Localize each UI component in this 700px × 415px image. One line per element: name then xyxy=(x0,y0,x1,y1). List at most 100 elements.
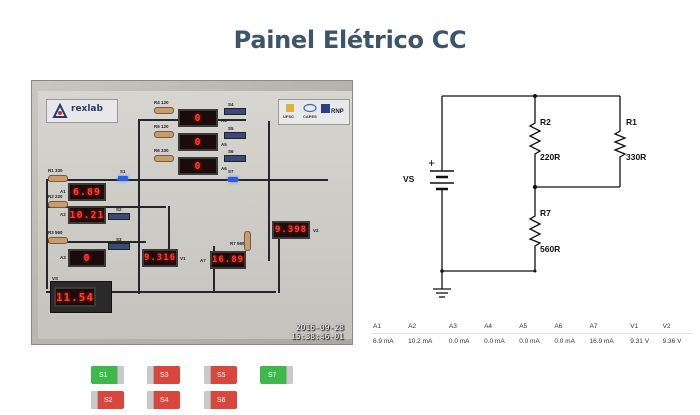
toggle-knob xyxy=(204,366,211,384)
value-v2: 9.36 V xyxy=(662,338,682,345)
resistor-r1-label: R1 330 xyxy=(48,168,63,173)
switch-s1-led xyxy=(118,176,128,181)
circuit-schematic: + VS R2 220R R1 330R R7 560R xyxy=(403,94,646,298)
switch-s3-button-label: S3 xyxy=(160,371,169,379)
value-a5: 0.0 mA xyxy=(519,338,540,345)
switch-s5 xyxy=(224,132,246,139)
header-a5: A5 xyxy=(517,321,553,334)
capes-eye-icon xyxy=(303,103,317,113)
meter-a5: 0 xyxy=(178,133,218,151)
readings-value-row: 6.9 mA 10.2 mA 0.0 mA 0.0 mA 0.0 mA 0.0 … xyxy=(371,334,693,345)
resistor-r2-label: R2 220 xyxy=(48,194,63,199)
toggle-knob xyxy=(91,391,98,409)
meter-a2-label: A2 xyxy=(60,212,66,217)
rnp-icon xyxy=(321,104,330,113)
toggle-knob xyxy=(147,391,154,409)
switch-s5-button-label: S5 xyxy=(217,371,226,379)
switch-s4 xyxy=(224,108,246,115)
switch-s7-button[interactable]: S7 xyxy=(260,366,293,384)
resistor-r4 xyxy=(154,107,174,114)
switch-s3-label: S3 xyxy=(116,237,122,242)
rexlab-logo: rexlab xyxy=(46,99,118,123)
meter-a6-label: A6 xyxy=(221,166,227,171)
switch-s3-button[interactable]: S3 xyxy=(147,366,180,384)
resistor-r5-label: R5 120 xyxy=(154,124,169,129)
switch-s5-button[interactable]: S5 xyxy=(204,366,237,384)
r1-value: 330R xyxy=(626,152,646,162)
header-a3: A3 xyxy=(446,321,483,334)
switch-s5-label: S5 xyxy=(228,126,234,131)
resistor-r6 xyxy=(154,155,174,162)
switch-s4-label: S4 xyxy=(228,102,234,107)
header-a7: A7 xyxy=(587,321,629,334)
timestamp-time: 15:38:46-01 xyxy=(291,332,344,341)
meter-v2-label: V2 xyxy=(313,228,319,233)
toggle-knob xyxy=(117,366,124,384)
value-a2: 10.2 mA xyxy=(408,338,433,345)
vs-label: VS xyxy=(403,174,415,184)
header-v2: V2 xyxy=(660,321,693,334)
value-a4: 0.0 mA xyxy=(484,338,505,345)
battery-icon xyxy=(430,170,454,191)
meter-a1-label: A1 xyxy=(60,189,66,194)
switch-s4-button[interactable]: S4 xyxy=(147,391,180,409)
rnp-logo: RNP xyxy=(331,109,344,115)
r7-name: R7 xyxy=(540,208,551,218)
toggle-knob xyxy=(204,391,211,409)
r2-name: R2 xyxy=(540,117,551,127)
ufsc-crest-icon xyxy=(286,104,294,112)
header-v1: V1 xyxy=(628,321,661,334)
toggle-knob xyxy=(286,366,293,384)
value-v1: 9.31 V xyxy=(630,338,650,345)
switch-s2-button[interactable]: S2 xyxy=(91,391,124,409)
meter-v1-label: V1 xyxy=(180,256,186,261)
meter-a4: 0 xyxy=(178,109,218,127)
camera-timestamp: 2016-09-28 15:38:46-01 xyxy=(291,323,344,341)
resistor-r3-label: R3 560 xyxy=(48,230,63,235)
switch-s2-label: S2 xyxy=(116,207,122,212)
resistor-r2 xyxy=(48,201,68,208)
switch-s7-label: S7 xyxy=(228,169,234,174)
header-a2: A2 xyxy=(406,321,447,334)
sponsor-logos: UFSC CAPES RNP xyxy=(278,99,350,125)
page-title: Painel Elétrico CC xyxy=(233,26,467,54)
meter-a7-label: A7 xyxy=(200,258,206,263)
meter-a6: 0 xyxy=(178,157,218,175)
switch-s6-button-label: S6 xyxy=(217,396,226,404)
camera-feed: rexlab UFSC CAPES RNP R4 120 R5 120 R6 3… xyxy=(31,80,353,345)
switch-s1-label: S1 xyxy=(120,169,126,174)
value-a7: 16.9 mA xyxy=(589,338,614,345)
timestamp-date: 2016-09-28 xyxy=(295,323,344,332)
switch-s7-led xyxy=(228,177,238,182)
switch-s2 xyxy=(108,213,130,220)
meter-v1: 9.316 xyxy=(142,249,178,267)
rexlab-logo-text: rexlab xyxy=(71,104,103,114)
resistor-r4-label: R4 120 xyxy=(154,100,169,105)
ufsc-logo: UFSC xyxy=(283,114,294,119)
meter-a3-label: A3 xyxy=(60,255,66,260)
r2-value: 220R xyxy=(540,152,560,162)
capes-logo: CAPES xyxy=(303,114,317,119)
meter-a4-label: A4 xyxy=(221,118,227,123)
meter-a2: 10.21 xyxy=(68,206,106,224)
meter-a3: 0 xyxy=(68,249,106,267)
panel-board: rexlab UFSC CAPES RNP R4 120 R5 120 R6 3… xyxy=(38,91,352,339)
r1-name: R1 xyxy=(626,117,637,127)
meter-v2: 9.398 xyxy=(272,221,310,239)
switch-s4-button-label: S4 xyxy=(160,396,169,404)
switch-s1-button-label: S1 xyxy=(99,371,108,379)
readings-header-row: A1 A2 A3 A4 A5 A6 A7 V1 V2 xyxy=(371,321,693,334)
switch-s6-label: S6 xyxy=(228,149,234,154)
header-a1: A1 xyxy=(371,321,407,334)
resistor-r6-label: R6 330 xyxy=(154,148,169,153)
switch-s6-button[interactable]: S6 xyxy=(204,391,237,409)
header-a4: A4 xyxy=(482,321,518,334)
value-a6: 0.0 mA xyxy=(554,338,575,345)
switch-s3 xyxy=(108,243,130,250)
switch-s1-button[interactable]: S1 xyxy=(91,366,124,384)
rexlab-logo-icon xyxy=(52,103,68,118)
meter-vs: 11.54 xyxy=(54,287,96,307)
resistor-r7 xyxy=(244,231,251,251)
r7-value: 560R xyxy=(540,244,560,254)
resistor-r1 xyxy=(48,175,68,182)
